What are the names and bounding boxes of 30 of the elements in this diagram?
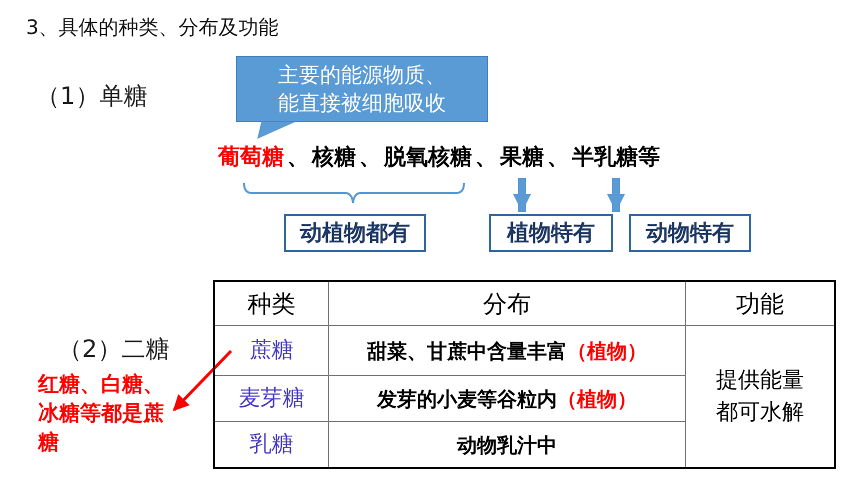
sugar-name: 葡萄糖 [218, 141, 284, 174]
table-header: 种类 [215, 282, 329, 326]
arrow [513, 178, 531, 212]
table-cell: 发芽的小麦等谷粒内（植物） [329, 376, 686, 422]
arrow [172, 350, 232, 412]
table-cell: 蔗糖 [215, 326, 329, 376]
table-header: 功能 [686, 282, 834, 326]
table-cell: 乳糖 [215, 422, 329, 467]
section-heading: （2）二糖 [58, 334, 170, 365]
title: 3、具体的种类、分布及功能 [26, 14, 279, 41]
table-cell: 动物乳汁中 [329, 422, 686, 467]
sugar-name: 果糖 [500, 141, 544, 174]
separator: 、 [286, 144, 310, 172]
table-header: 分布 [329, 282, 686, 326]
separator: 、 [546, 144, 570, 172]
bubble-text: 主要的能源物质、能直接被细胞吸收 [277, 62, 447, 117]
sugar-name: 脱氧核糖 [384, 141, 472, 174]
category-box: 动植物都有 [284, 214, 426, 252]
category-box: 植物特有 [489, 214, 613, 252]
table-cell: 甜菜、甘蔗中含量丰富（植物） [329, 326, 686, 376]
arrow [607, 178, 625, 212]
table-cell: 麦芽糖 [215, 376, 329, 422]
table-cell: 提供能量都可水解 [686, 326, 834, 467]
sugar-name: 半乳糖等 [572, 141, 660, 174]
note-text: 红糖、白糖、冰糖等都是蔗糖 [38, 370, 172, 457]
category-box: 动物特有 [629, 214, 751, 252]
separator: 、 [358, 144, 382, 172]
sugar-name: 核糖 [312, 141, 356, 174]
section-heading: （1）单糖 [36, 81, 148, 112]
separator: 、 [474, 144, 498, 172]
